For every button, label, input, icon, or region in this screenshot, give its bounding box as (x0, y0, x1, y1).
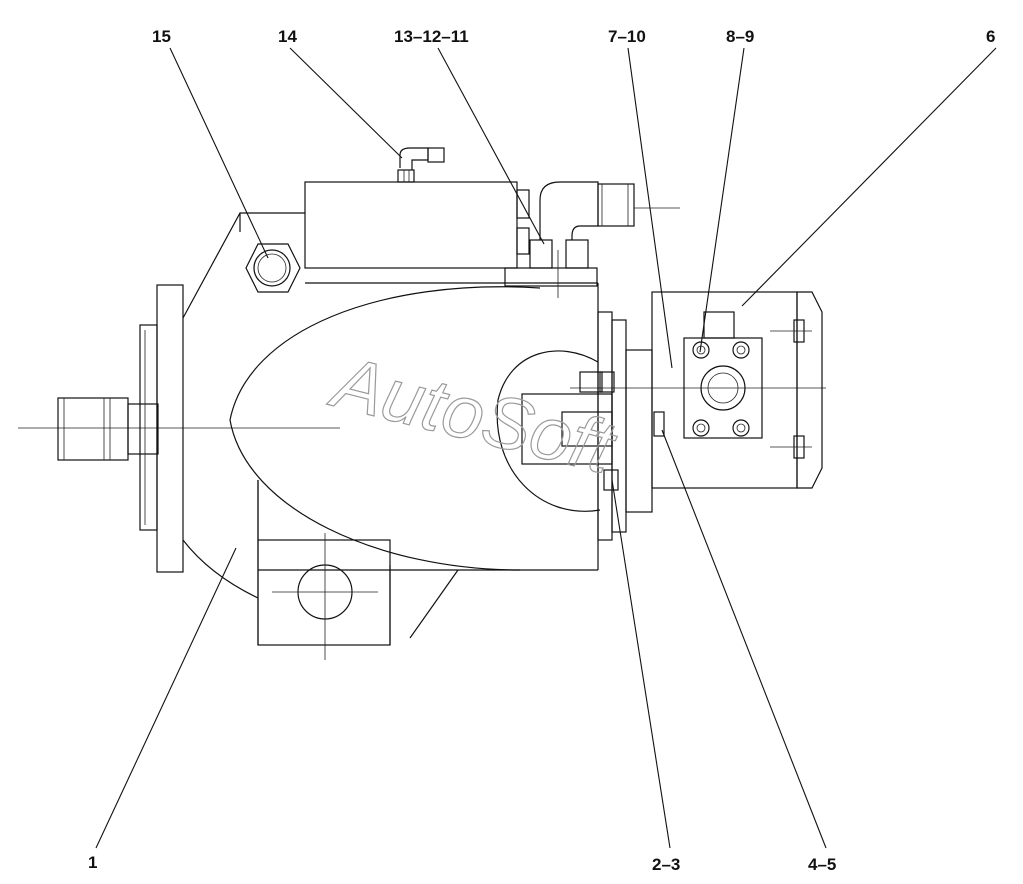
watermark-text: AutoSoft (322, 339, 625, 490)
adapter-flange (496, 311, 665, 541)
callout-4-5: 4–5 (808, 855, 836, 874)
drive-shaft (57, 397, 159, 461)
callout-6: 6 (986, 27, 995, 46)
leader-4-5 (661, 429, 827, 849)
control-valve-block (304, 181, 598, 298)
main-housing (182, 212, 599, 660)
elbow-fitting-small (397, 147, 445, 183)
callout-7-10: 7–10 (608, 27, 646, 46)
leader-7-10 (627, 47, 673, 369)
leader-14 (289, 47, 403, 159)
leader-15 (169, 47, 269, 259)
callout-14: 14 (278, 27, 297, 46)
callout-8-9: 8–9 (726, 27, 754, 46)
callout-2-3: 2–3 (652, 855, 680, 874)
leader-2-3 (611, 479, 671, 849)
callout-13-12-11: 13–12–11 (394, 27, 469, 46)
plug-hex (245, 243, 301, 293)
leader-8-9 (699, 47, 745, 353)
leader-13-12-11 (437, 47, 545, 245)
leader-1 (95, 547, 237, 849)
mounting-flange (139, 284, 184, 573)
elbow-fitting-large (539, 181, 680, 240)
leader-6 (741, 47, 997, 307)
gear-pump (651, 291, 823, 489)
callout-15: 15 (152, 27, 171, 46)
callout-1: 1 (88, 853, 97, 872)
